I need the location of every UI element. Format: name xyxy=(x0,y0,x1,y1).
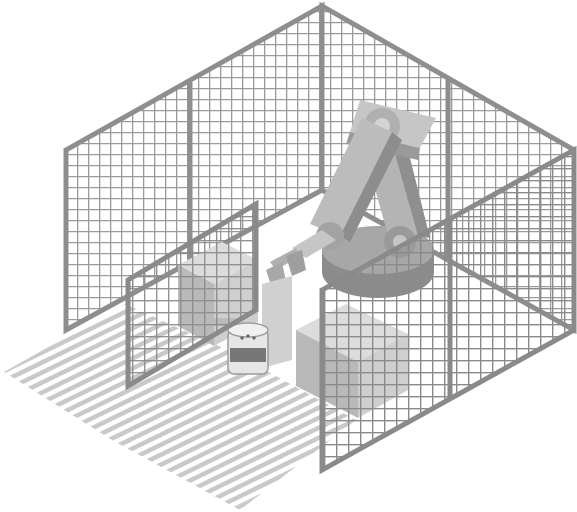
safety-laser-scanner xyxy=(228,323,268,374)
